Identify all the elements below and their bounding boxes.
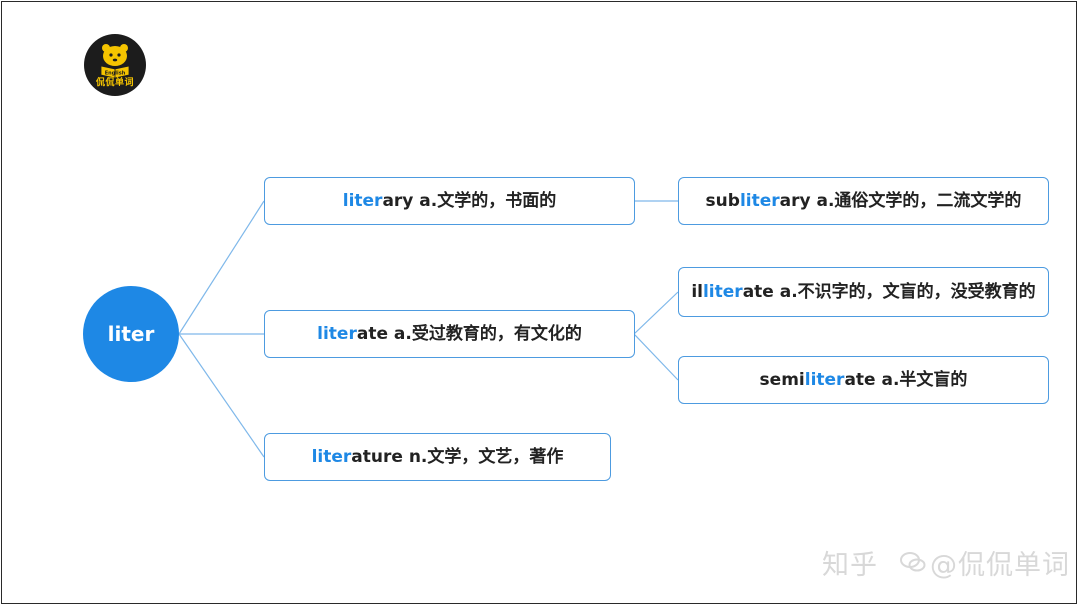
- connector-literature: [178, 333, 265, 458]
- node-text: ate a.受过教育的，有文化的: [356, 323, 582, 344]
- watermark-author: @侃侃单词: [930, 549, 1070, 581]
- node-text: ate a.半文盲的: [844, 369, 968, 390]
- root-highlight: liter: [317, 323, 357, 344]
- root-node: liter: [83, 286, 179, 382]
- node-text: ary a.通俗文学的，二流文学的: [779, 190, 1022, 211]
- root-label: liter: [107, 322, 155, 346]
- node-illiterate: illiterate a.不识字的，文盲的，没受教育的: [678, 267, 1049, 317]
- node-text: ary a.文学的，书面的: [382, 190, 557, 211]
- bear-reading-icon: English: [100, 44, 130, 79]
- logo-text: 侃侃单词: [95, 78, 134, 88]
- node-subliterary: subliterary a.通俗文学的，二流文学的: [678, 177, 1049, 225]
- root-highlight: liter: [311, 446, 352, 467]
- node-semiliterate: semiliterate a.半文盲的: [678, 356, 1049, 404]
- prefix-text: il: [691, 281, 703, 302]
- node-literature: literature n.文学，文艺，著作: [264, 433, 611, 481]
- root-highlight: liter: [702, 281, 743, 302]
- node-literate: literate a.受过教育的，有文化的: [264, 310, 635, 358]
- wechat-icon: [900, 552, 926, 572]
- connector-literary: [178, 200, 265, 335]
- node-literary: literary a.文学的，书面的: [264, 177, 635, 225]
- connector-illiterate: [633, 291, 679, 335]
- watermark: 知乎 @侃侃单词: [822, 544, 1070, 581]
- logo-badge-text: English: [105, 71, 126, 77]
- node-text: ature n.文学，文艺，著作: [351, 446, 564, 467]
- root-highlight: liter: [804, 369, 845, 390]
- prefix-text: sub: [705, 190, 740, 211]
- brand-logo: English 侃侃单词: [84, 34, 146, 96]
- watermark-site: 知乎: [822, 549, 878, 581]
- root-highlight: liter: [739, 190, 780, 211]
- root-highlight: liter: [342, 190, 383, 211]
- node-text: ate a.不识字的，文盲的，没受教育的: [742, 281, 1036, 302]
- connector-semiliterate: [633, 333, 679, 381]
- prefix-text: semi: [759, 369, 805, 390]
